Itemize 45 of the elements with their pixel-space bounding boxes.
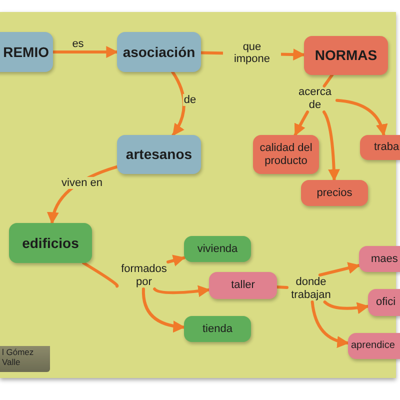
concept-label: REMIO (3, 44, 49, 60)
concept-box (368, 289, 400, 316)
edge-label: de (182, 94, 198, 106)
arrow (310, 300, 350, 348)
arrow (318, 262, 360, 276)
concept-box (360, 135, 400, 160)
edge-label: viven en (60, 176, 104, 190)
concept-box (9, 223, 92, 263)
arrow (153, 285, 210, 298)
concept-box (253, 135, 319, 174)
arrow (166, 254, 186, 266)
linking-phrase: acerca de (297, 86, 333, 112)
concept-label: asociación (122, 44, 196, 60)
concept-label: edificios (22, 234, 79, 252)
arrow (294, 110, 309, 136)
arrow (52, 46, 118, 58)
concept-box (348, 333, 400, 359)
concept-label: calidad del producto (258, 142, 314, 168)
concept-label: vivienda (197, 242, 238, 256)
arrow (322, 110, 340, 182)
concept-box (0, 32, 53, 72)
concept-box (117, 135, 201, 174)
linking-phrase: formados por (121, 262, 167, 288)
concept-box (301, 180, 368, 206)
concept-label: traba (374, 141, 400, 154)
concept-box (209, 272, 277, 299)
concept-label: NORMAS (314, 47, 378, 64)
arrow (171, 70, 186, 136)
concept-box (304, 36, 388, 75)
author-credit: l Gómez Valle (0, 346, 50, 372)
concept-box (117, 32, 201, 72)
arrow (336, 98, 388, 136)
concept-box (184, 316, 251, 342)
concept-label: taller (231, 279, 255, 292)
concept-label: artesanos (126, 146, 192, 163)
concept-label: maes (371, 252, 398, 266)
concept-label: ofici (376, 296, 396, 309)
concept-box (184, 236, 251, 262)
arrow (142, 288, 186, 332)
concept-label: precios (316, 186, 352, 200)
concept-label: tienda (202, 322, 232, 336)
linking-phrase: donde trabajan (291, 276, 331, 302)
concept-label: aprendice (351, 340, 395, 352)
arrow (323, 300, 370, 314)
concept-box (359, 246, 400, 272)
